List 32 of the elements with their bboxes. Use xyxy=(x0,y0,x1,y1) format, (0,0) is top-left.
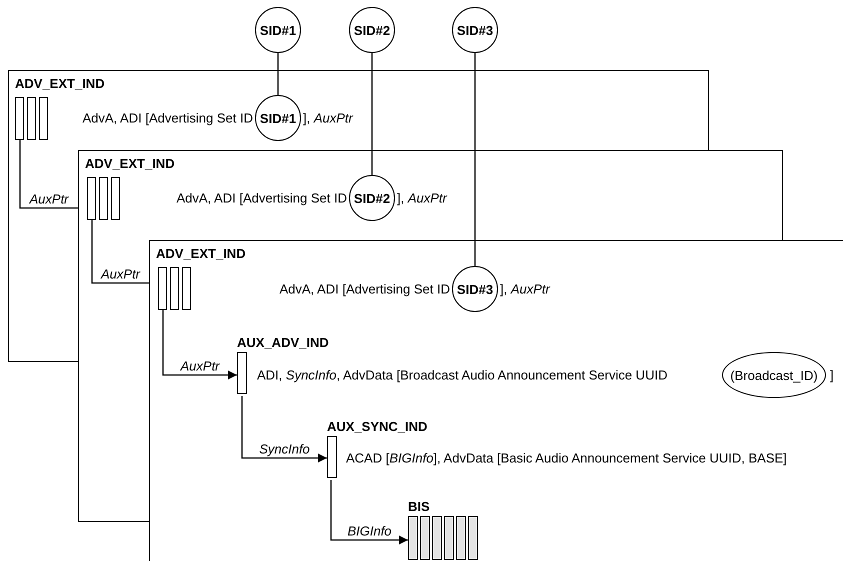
edge-label: SyncInfo xyxy=(258,442,311,456)
field-text: ], AuxPtr xyxy=(500,282,550,296)
field-text: ACAD [BIGInfo], AdvData [Basic Audio Announcement Service UUID, BASE] xyxy=(346,452,787,464)
edge-label: AuxPtr xyxy=(180,360,220,372)
edge-label: AuxPtr xyxy=(100,268,141,280)
packet-frame xyxy=(8,70,709,150)
edge-label: BIGInfo xyxy=(346,524,393,538)
frame-title: ADV_EXT_IND xyxy=(15,77,105,90)
connector-line xyxy=(474,53,476,266)
field-text: ] xyxy=(830,368,834,382)
connector-line xyxy=(19,140,78,209)
packet-frame xyxy=(149,240,843,561)
connector-line xyxy=(277,53,279,95)
field-text: ADI, SyncInfo, AdvData [Broadcast Audio Announcement Service UUID xyxy=(257,368,668,382)
field-text: AdvA, ADI [Advertising Set ID xyxy=(82,112,253,124)
edge-label: AuxPtr xyxy=(28,192,70,206)
connector-line xyxy=(371,53,373,175)
packet-frame xyxy=(78,150,783,240)
field-text: ], AuxPtr xyxy=(303,112,353,124)
field-text: AdvA, ADI [Advertising Set ID xyxy=(279,282,450,296)
packet-title: AUX_ADV_IND xyxy=(237,336,329,352)
arrow xyxy=(241,396,327,462)
arrow xyxy=(330,480,408,544)
field-text: AdvA, ADI [Advertising Set ID xyxy=(176,192,347,204)
frame-title: ADV_EXT_IND xyxy=(85,157,175,170)
id-ellipse: (Broadcast_ID) xyxy=(722,352,826,398)
arrow xyxy=(162,310,237,380)
packet-title: AUX_SYNC_IND xyxy=(327,420,428,436)
packet-title: BIS xyxy=(408,500,430,516)
field-text: ], AuxPtr xyxy=(397,192,447,204)
frame-title: ADV_EXT_IND xyxy=(156,247,246,260)
connector-line xyxy=(91,220,149,284)
